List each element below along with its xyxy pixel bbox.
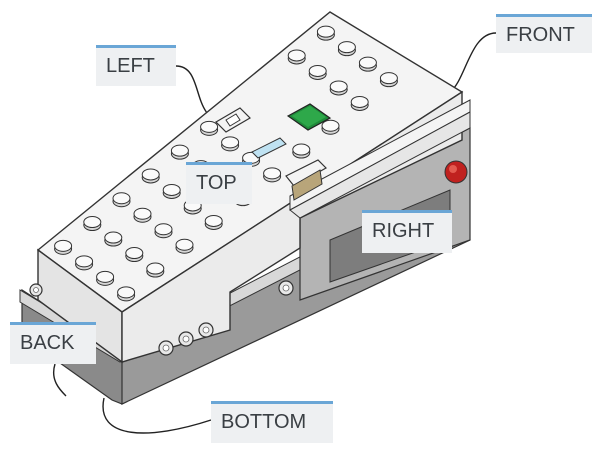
connector-port-slot <box>291 169 323 201</box>
stud <box>112 192 131 208</box>
stud <box>104 231 123 247</box>
leader-line-bottom <box>102 397 212 434</box>
status-light-icon <box>444 160 468 184</box>
stud <box>204 214 223 230</box>
leader-line-front <box>449 32 497 93</box>
stud <box>162 183 181 199</box>
label-top: TOP <box>186 162 252 204</box>
stud <box>146 262 165 278</box>
label-left: LEFT <box>96 45 176 86</box>
stud <box>96 270 115 286</box>
stud <box>329 80 348 96</box>
stud <box>350 95 369 111</box>
stud <box>54 239 73 255</box>
stud <box>292 143 311 159</box>
stud <box>75 255 94 271</box>
stud <box>117 286 136 302</box>
stud <box>263 167 282 183</box>
stud <box>154 223 173 239</box>
stud <box>308 64 327 80</box>
transparent-window <box>251 137 287 159</box>
label-bottom: BOTTOM <box>211 401 333 443</box>
label-front: FRONT <box>496 14 592 53</box>
stud <box>316 25 335 41</box>
stud <box>170 144 189 160</box>
pin-holes-inner <box>33 284 290 352</box>
power-button-top <box>292 106 326 127</box>
label-right: RIGHT <box>362 210 452 253</box>
stud <box>200 120 219 136</box>
leader-line-back <box>53 363 67 397</box>
connector-port-icon[interactable] <box>285 159 327 187</box>
stud <box>125 247 144 263</box>
stud <box>358 56 377 72</box>
hub-step-front <box>289 111 471 219</box>
stud <box>379 72 398 88</box>
stud <box>175 238 194 254</box>
stud <box>321 119 340 135</box>
stud <box>287 49 306 65</box>
label-back: BACK <box>10 322 96 364</box>
usb-port-slot <box>225 113 241 127</box>
stud <box>221 136 240 152</box>
stud <box>83 216 102 232</box>
stud <box>133 207 152 223</box>
status-light-highlight <box>449 165 457 173</box>
stud <box>337 41 356 57</box>
stud <box>141 168 160 184</box>
